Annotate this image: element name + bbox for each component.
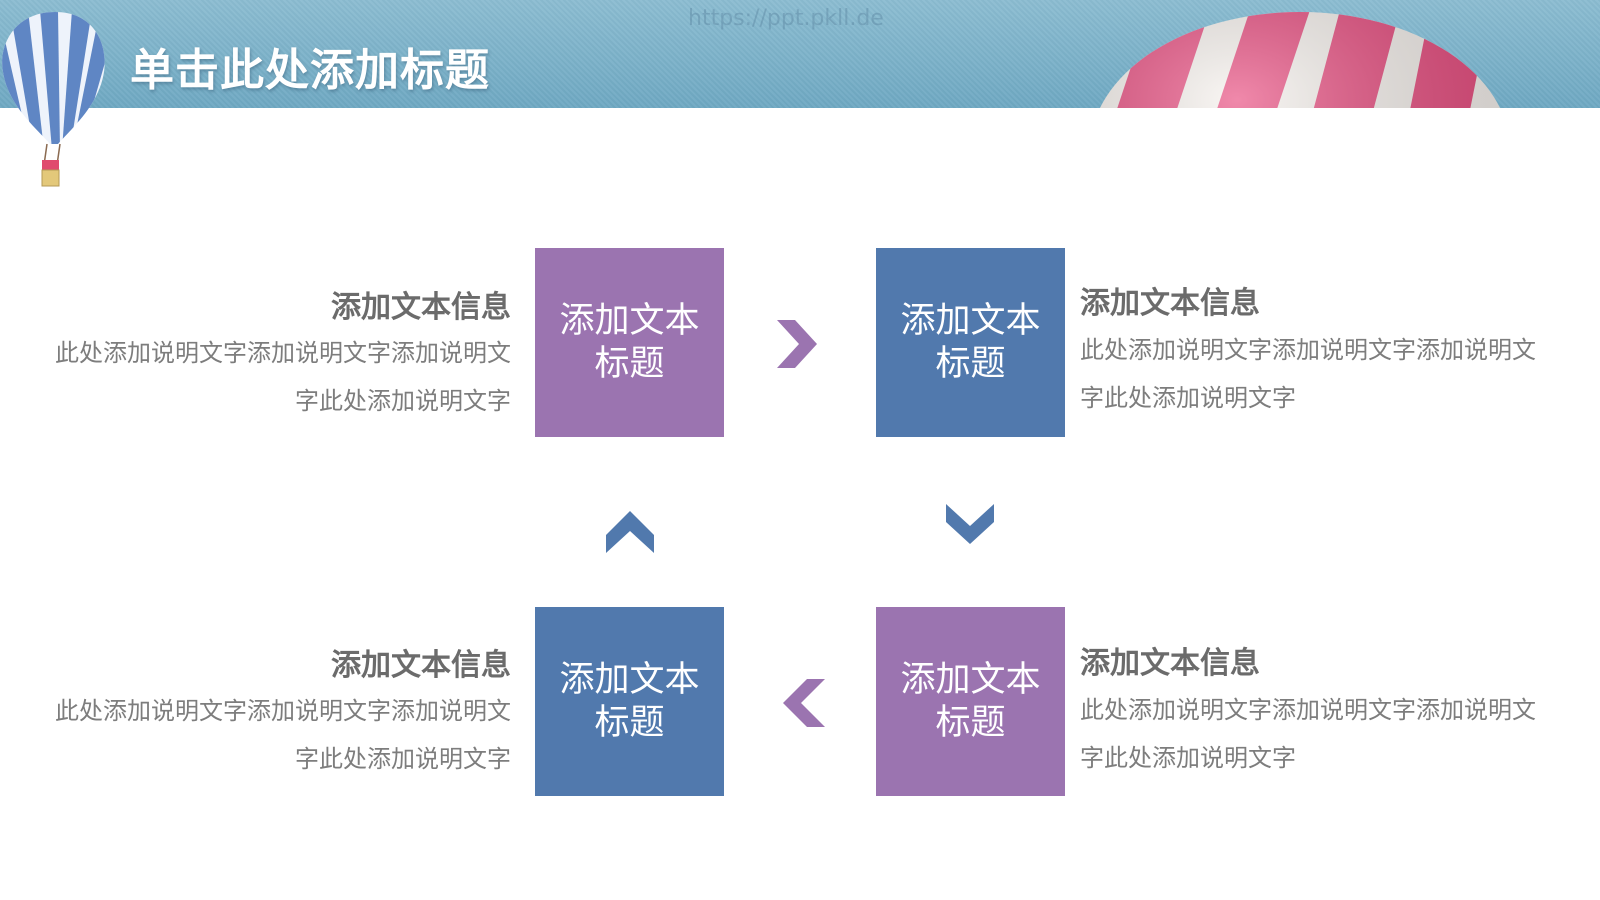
header-band: https://ppt.pkll.de — [0, 0, 1600, 108]
page-title[interactable]: 单击此处添加标题 — [130, 45, 490, 96]
info-desc-3[interactable]: 此处添加说明文字添加说明文字添加说明文字此处添加说明文字 — [55, 697, 511, 773]
info-title-4[interactable]: 添加文本信息 — [1080, 646, 1260, 681]
info-desc-4[interactable]: 此处添加说明文字添加说明文字添加说明文字此处添加说明文字 — [1080, 696, 1536, 772]
step-box-label: 添加文本标题 — [900, 300, 1041, 384]
info-title-1[interactable]: 添加文本信息 — [331, 290, 511, 325]
pink-balloon-image — [1090, 12, 1510, 108]
chevron-up-icon — [606, 511, 654, 553]
step-box-2[interactable]: 添加文本标题 — [876, 248, 1065, 437]
info-title-2[interactable]: 添加文本信息 — [1080, 286, 1260, 321]
chevron-down-icon — [946, 504, 994, 544]
step-box-3[interactable]: 添加文本标题 — [535, 607, 724, 796]
blue-balloon-image — [2, 12, 105, 187]
chevron-right-icon — [777, 320, 817, 368]
step-box-1[interactable]: 添加文本标题 — [535, 248, 724, 437]
info-desc-1[interactable]: 此处添加说明文字添加说明文字添加说明文字此处添加说明文字 — [55, 339, 511, 415]
step-box-4[interactable]: 添加文本标题 — [876, 607, 1065, 796]
step-box-label: 添加文本标题 — [900, 659, 1041, 743]
step-box-label: 添加文本标题 — [559, 300, 700, 384]
info-title-3[interactable]: 添加文本信息 — [331, 648, 511, 683]
info-desc-2[interactable]: 此处添加说明文字添加说明文字添加说明文字此处添加说明文字 — [1080, 336, 1536, 412]
step-box-label: 添加文本标题 — [559, 659, 700, 743]
watermark: https://ppt.pkll.de — [688, 6, 884, 31]
chevron-left-icon — [783, 679, 825, 727]
